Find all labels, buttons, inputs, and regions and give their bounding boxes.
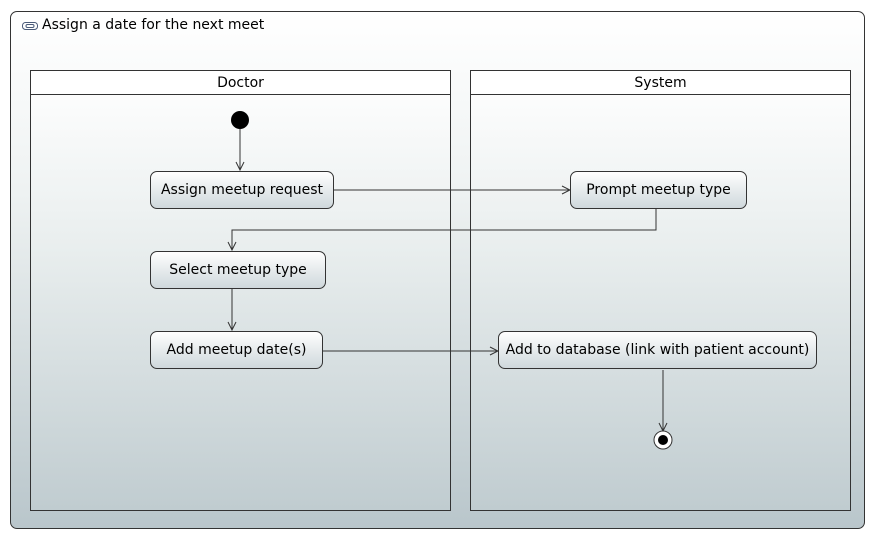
diagram-title-text: Assign a date for the next meet [42,17,265,33]
action-select-meetup-type[interactable]: Select meetup type [150,251,326,289]
activity-diagram-icon [22,21,38,30]
initial-node [231,111,249,129]
action-prompt-meetup-type[interactable]: Prompt meetup type [570,171,747,209]
diagram-title: Assign a date for the next meet [22,17,264,33]
action-add-to-database[interactable]: Add to database (link with patient accou… [498,331,817,369]
swimlane-doctor-header: Doctor [31,71,450,95]
action-add-meetup-dates[interactable]: Add meetup date(s) [150,331,323,369]
swimlane-system-header: System [471,71,850,95]
flow-prompt-to-select [232,209,657,250]
action-assign-meetup-request[interactable]: Assign meetup request [150,171,334,209]
activity-final-node [653,430,673,450]
